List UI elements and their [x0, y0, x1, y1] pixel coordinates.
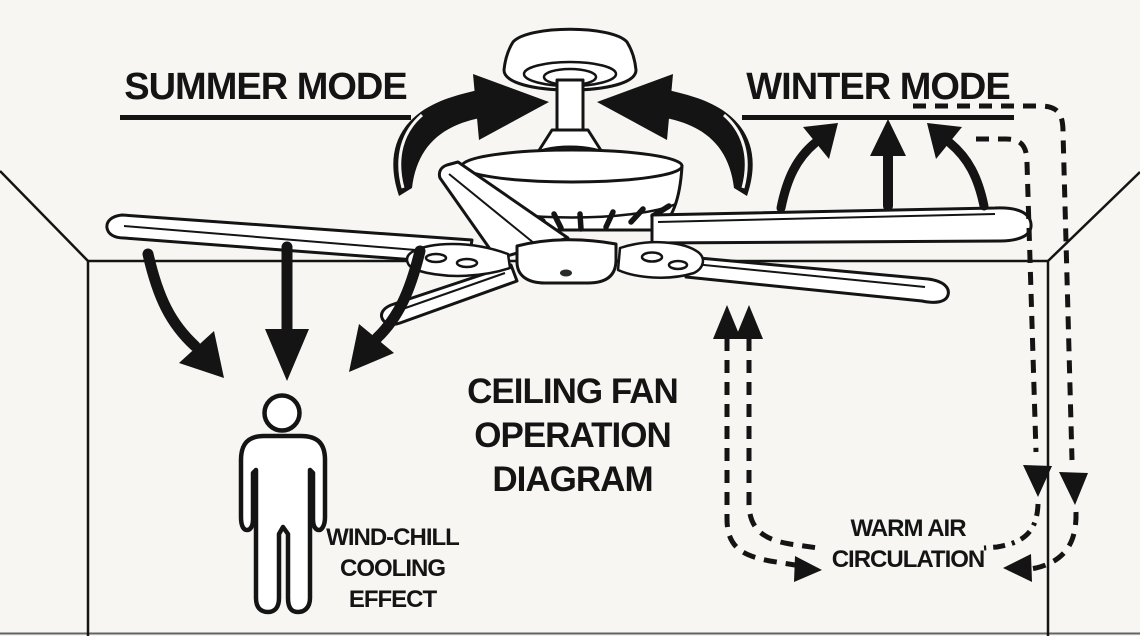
- up-arrow-left-head: [803, 123, 838, 159]
- fan-bottom-cap-dot: [560, 269, 572, 277]
- left-corner-diagonal: [0, 170, 89, 262]
- circulation-descender-outer-down-head: [1059, 472, 1088, 505]
- circulation-descender-outer-left-head: [1003, 554, 1032, 582]
- circulation-descender-inner-down-head: [1023, 465, 1052, 497]
- down-arrow-left-head: [179, 331, 224, 378]
- person-figure: [238, 393, 328, 615]
- circulation-riser-outer-up-head: [713, 305, 741, 339]
- up-arrow-left-icon: [776, 138, 820, 213]
- rotation-arrow-left-icon: [393, 90, 486, 196]
- circulation-descender-inner-top: [976, 136, 1039, 453]
- ceiling-fan-illustration: [105, 27, 1033, 326]
- rotation-arrow-right-head: [597, 74, 673, 140]
- up-arrow-right-head: [927, 123, 962, 159]
- circulation-riser-inner-up-head: [735, 305, 763, 339]
- fan-blade-lower-right: [684, 255, 950, 304]
- rotation-arrow-right-icon: [660, 90, 753, 196]
- summer-downdraft-arrows: [142, 241, 426, 381]
- warm-air-circulation-label: WARM AIR CIRCULATION: [831, 515, 986, 574]
- circulation-riser-outer: [724, 338, 796, 568]
- summer-mode-text: SUMMER MODE: [120, 68, 411, 120]
- winter-mode-text: WINTER MODE: [742, 68, 1014, 120]
- circulation-riser-inner: [746, 338, 819, 551]
- rotation-arrow-left-head: [473, 74, 549, 140]
- fan-blade-iron-right-hole: [640, 251, 664, 263]
- rotation-arrow-right-ribbon: [723, 113, 748, 189]
- wind-chill-effect-label: WIND-CHILL COOLING EFFECT: [326, 524, 460, 614]
- fan-downrod: [555, 78, 585, 132]
- right-corner-diagonal: [1047, 171, 1140, 262]
- diagram-title: CEILING FAN OPERATION DIAGRAM: [467, 372, 679, 499]
- person-head: [262, 393, 302, 433]
- fan-blade-lower-left-edge-line: [393, 272, 506, 313]
- up-arrow-middle-head: [870, 119, 906, 156]
- fan-blade-iron-right-hole2: [667, 259, 689, 271]
- down-arrow-middle-head: [265, 329, 309, 381]
- fan-blade-right: [650, 206, 1033, 245]
- circulation-riser-outer-right-head: [794, 556, 822, 582]
- up-arrow-right-icon: [945, 138, 989, 211]
- summer-mode-label: SUMMER MODE: [118, 30, 413, 120]
- down-arrow-left-icon: [142, 248, 201, 352]
- fan-blade-tilted-edge-line: [448, 173, 541, 249]
- fan-rotation-arrows: [393, 74, 753, 196]
- circulation-descender-outer-bottom: [1029, 511, 1079, 572]
- fan-motor-top: [460, 148, 684, 184]
- fan-blade-right-edge-line: [657, 213, 996, 223]
- winter-mode-label: WINTER MODE: [742, 30, 1014, 120]
- warm-air-circulation-path: [713, 103, 1088, 582]
- fan-blade-iron-left-hole: [424, 252, 448, 264]
- fan-bottom-cap: [515, 238, 618, 285]
- circulation-descender-inner-bottom: [983, 503, 1041, 551]
- fan-blade-iron-left-hole2: [455, 257, 479, 269]
- winter-updraft-arrows: [776, 119, 989, 213]
- down-arrow-right-head: [349, 324, 394, 372]
- fan-canopy: [502, 27, 638, 92]
- rotation-arrow-left-ribbon: [398, 113, 423, 189]
- fan-blade-left-edge-line: [123, 225, 441, 253]
- down-arrow-right-icon: [371, 245, 426, 344]
- fan-blade-lower-right-edge-line: [693, 263, 926, 288]
- person-body: [238, 433, 328, 615]
